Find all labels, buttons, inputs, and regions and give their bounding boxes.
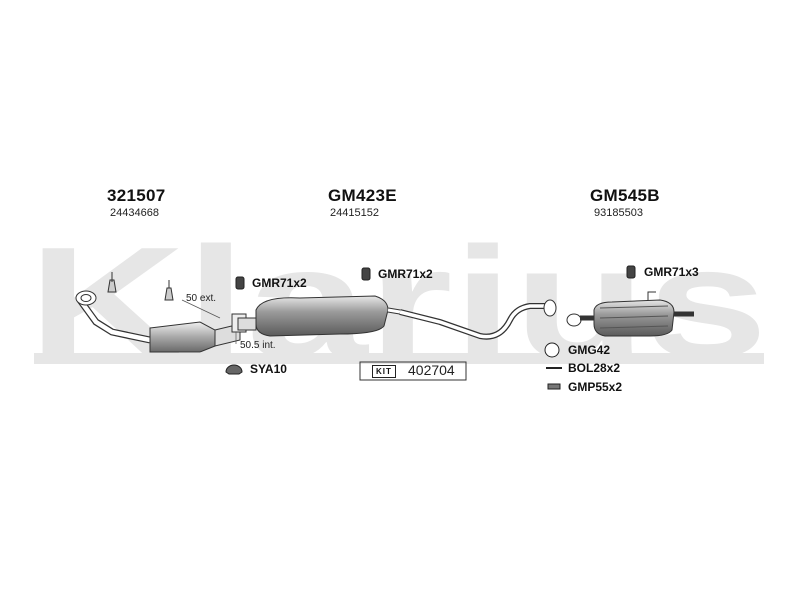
pipe-note-int: 50.5 int. [240,340,276,351]
kit-number: 402704 [408,362,455,378]
part-number-front: 321507 [107,186,166,205]
front-pipe-drawing [75,272,241,353]
middle-silencer-drawing [231,295,401,337]
gasket-icon [544,342,560,358]
rear-silencer-drawing [566,291,694,337]
bolt-label: BOL28x2 [568,361,621,375]
pipe-note-ext: 50 ext. [186,293,217,304]
mount-label-2: GMR71x2 [378,267,433,281]
oem-number-rear: 93185503 [594,207,643,219]
oem-number-middle: 24415152 [330,207,379,219]
watermark-underline [34,353,764,364]
mount-icon-3 [626,265,636,279]
pipe-note-leaders [181,299,237,344]
mount-label-1: GMR71x2 [252,276,307,290]
pin-label: GMP55x2 [568,380,623,394]
fitting-icons [225,265,636,390]
mount-icon-1 [235,276,245,290]
kit-badge: KIT [372,365,396,378]
mount-icon-2 [361,267,371,281]
pin-icon [547,383,561,390]
part-number-middle: GM423E [328,186,397,205]
gasket-label: GMG42 [568,343,611,357]
clamp-label: SYA10 [250,362,287,376]
part-number-rear: GM545B [590,186,660,205]
oem-number-front: 24434668 [110,207,159,219]
kit-frame [359,361,467,381]
intermediate-pipe-drawing [399,299,557,340]
mount-label-3: GMR71x3 [644,265,699,279]
clamp-icon [225,364,243,375]
